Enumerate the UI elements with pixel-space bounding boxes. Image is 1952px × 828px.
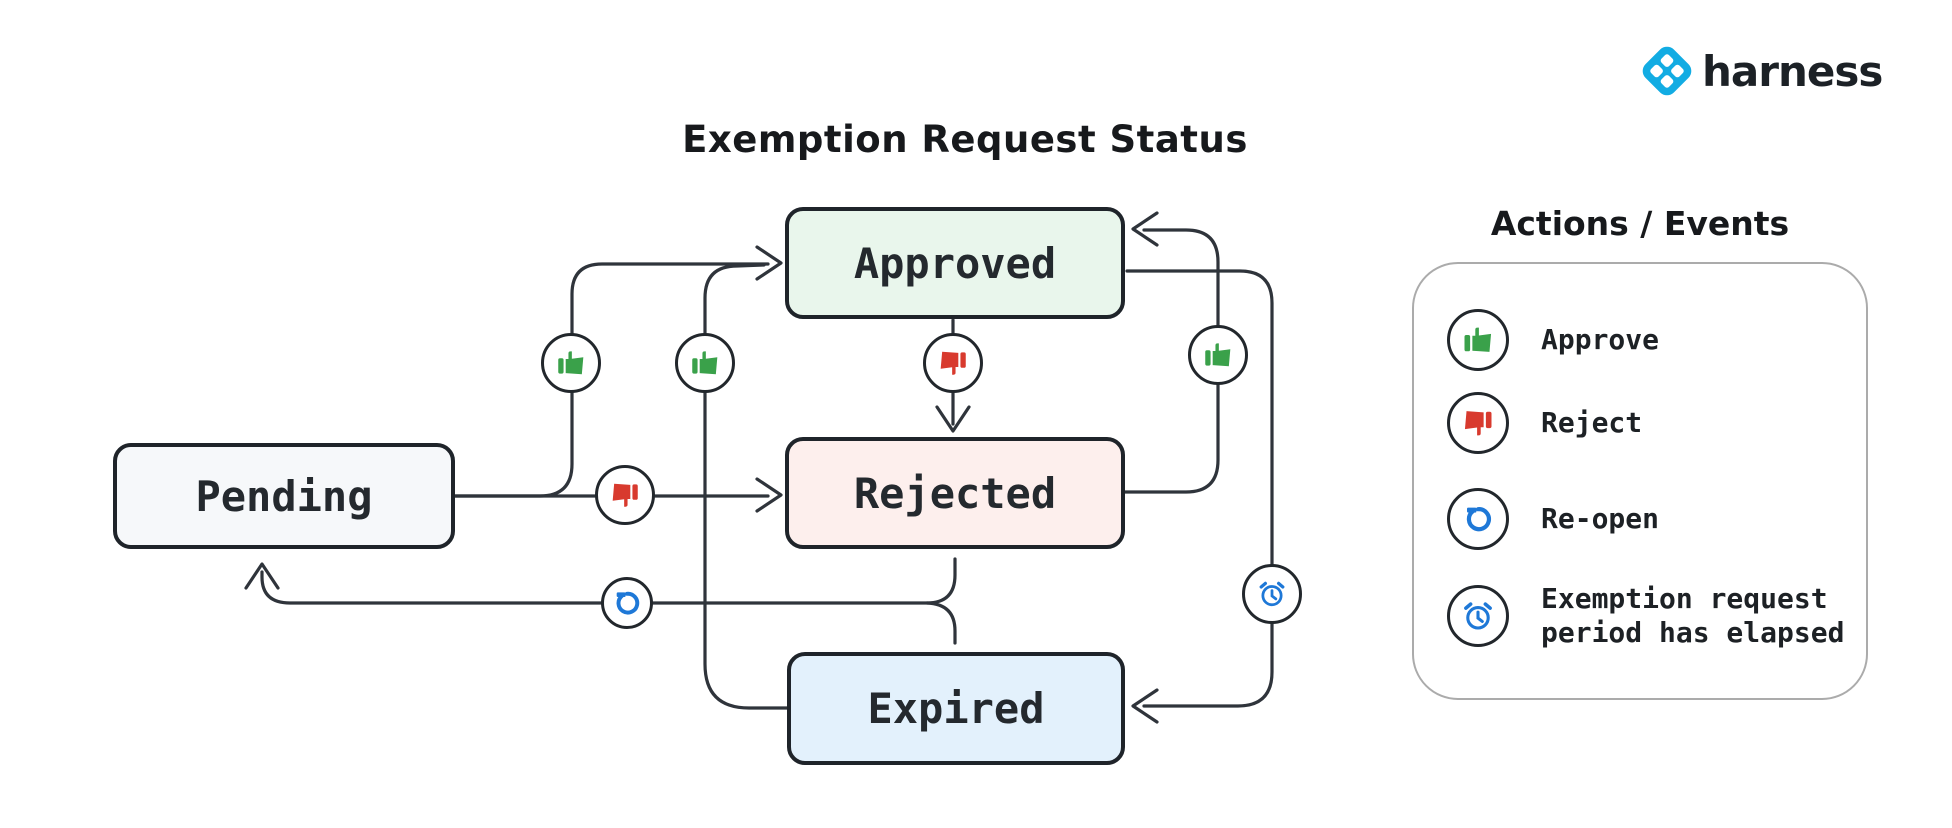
edge-icon-approve (541, 333, 601, 393)
legend-label: Reject (1541, 406, 1643, 440)
edge-approved-expired (1125, 269, 1274, 708)
alarm-clock-icon (1464, 601, 1492, 630)
legend-title: Actions / Events (1490, 204, 1790, 243)
thumbs-down-icon (612, 483, 638, 507)
edge-expired-pending (925, 601, 957, 645)
legend-label: Exemption request period has elapsed (1541, 582, 1845, 649)
undo-icon (616, 591, 640, 615)
legend-label: Re-open (1541, 502, 1660, 536)
arrowhead (935, 405, 971, 433)
arrowhead (755, 477, 783, 513)
state-node-rejected: Rejected (785, 437, 1125, 549)
arrowhead (244, 562, 280, 590)
alarm-clock-icon (1259, 581, 1285, 607)
legend-item-approve: Approve (1447, 309, 1659, 371)
thumbs-up-icon (692, 351, 718, 375)
undo-icon (1466, 507, 1491, 532)
legend-item-reopen: Re-open (1447, 488, 1659, 550)
legend-label: Approve (1541, 323, 1660, 357)
state-label-approved: Approved (853, 238, 1057, 288)
state-label-expired: Expired (867, 684, 1045, 733)
thumbs-down-icon (940, 351, 966, 375)
thumbs-down-icon (1464, 411, 1492, 436)
legend-item-reject: Reject (1447, 392, 1642, 454)
edge-icon-reopen (601, 577, 653, 629)
state-node-expired: Expired (787, 652, 1125, 765)
arrowhead (755, 245, 783, 281)
state-node-approved: Approved (785, 207, 1125, 319)
edge-icon-reject (923, 333, 983, 393)
arrowhead (1131, 688, 1159, 724)
state-node-pending: Pending (113, 443, 455, 549)
thumbs-up-icon (558, 351, 584, 375)
harness-logo: harness (1636, 40, 1883, 102)
state-label-rejected: Rejected (853, 468, 1057, 518)
thumbs-up-icon (1205, 343, 1231, 367)
thumbs-up-icon (1464, 327, 1492, 352)
arrowhead (1131, 211, 1159, 247)
edge-icon-reject (595, 465, 655, 525)
edge-expired-approved (703, 263, 789, 710)
harness-logo-icon (1642, 46, 1692, 96)
edge-icon-approve (675, 333, 735, 393)
edge-icon-period-elapsed (1242, 564, 1302, 624)
state-label-pending: Pending (195, 471, 373, 521)
edge-icon-approve (1188, 325, 1248, 385)
legend-item-period-elapsed: Exemption request period has elapsed (1447, 582, 1861, 649)
harness-logo-text: harness (1702, 46, 1883, 96)
diagram-title: Exemption Request Status (682, 118, 1248, 161)
